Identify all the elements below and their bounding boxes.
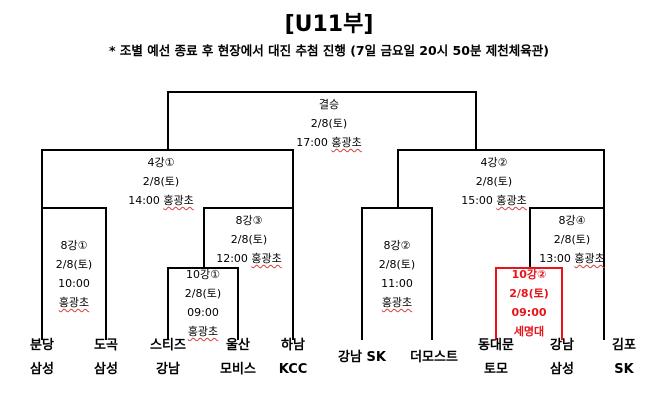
match-semi1-date: 2/8(토) <box>142 175 180 188</box>
match-r10-2-time: 09:00 <box>511 306 547 319</box>
final-connector <box>167 91 477 150</box>
team-8-line1: 동대문 <box>478 338 514 353</box>
team-2-line1: 도곡 <box>94 338 118 353</box>
match-semi1-time-venue: 14:00 홍광초 <box>114 191 208 210</box>
team-4: 울산 모비스 <box>204 334 272 382</box>
team-1-line2: 삼성 <box>30 362 54 377</box>
match-r10-2-venue: 세명대 <box>513 325 545 338</box>
match-semi1: 4강① 2/8(토) 14:00 홍광초 <box>114 153 208 210</box>
qf4-connector <box>529 207 605 340</box>
match-qf2-venue: 홍광초 <box>381 296 413 309</box>
match-semi1-time: 14:00 <box>128 194 160 207</box>
match-semi2: 4강② 2/8(토) 15:00 홍광초 <box>447 153 541 210</box>
team-5: 하남 KCC <box>268 334 318 382</box>
qf1-connector <box>41 207 107 340</box>
r10-1-connector <box>167 267 239 340</box>
match-qf2: 8강② 2/8(토) 11:00 홍광초 <box>364 236 430 312</box>
match-r10-1-date: 2/8(토) <box>184 287 222 300</box>
match-final-date: 2/8(토) <box>310 117 348 130</box>
match-qf3-time-venue: 12:00 홍광초 <box>202 249 296 268</box>
match-qf1: 8강① 2/8(토) 10:00 홍광초 <box>44 236 104 312</box>
match-qf3-venue: 홍광초 <box>251 252 282 265</box>
team-7-line1: 더모스트 <box>410 350 458 365</box>
qf2-connector <box>361 207 433 340</box>
match-qf1-round: 8강① <box>60 239 88 252</box>
team-7: 더모스트 <box>398 346 470 370</box>
team-2-line2: 삼성 <box>94 362 118 377</box>
match-r10-2-date: 2/8(토) <box>509 287 549 300</box>
match-final: 결승 2/8(토) 17:00 홍광초 <box>282 95 376 152</box>
team-9-line2: 삼성 <box>550 362 574 377</box>
match-final-time: 17:00 <box>296 136 328 149</box>
match-r10-1: 10강① 2/8(토) 09:00 홍광초 <box>170 265 236 341</box>
team-6: 강남 SK <box>326 346 398 370</box>
match-semi2-time-venue: 15:00 홍광초 <box>447 191 541 210</box>
match-qf4-date: 2/8(토) <box>553 233 591 246</box>
match-semi1-venue: 홍광초 <box>163 194 194 207</box>
team-10-line1: 김포 <box>612 338 636 353</box>
team-3-line2: 강남 <box>156 362 180 377</box>
match-qf4-time: 13:00 <box>539 252 571 265</box>
match-qf4-round: 8강④ <box>558 214 586 227</box>
match-qf1-venue: 홍광초 <box>58 296 90 309</box>
team-10: 김포 SK <box>598 334 650 382</box>
team-2: 도곡 삼성 <box>78 334 134 382</box>
match-qf1-date: 2/8(토) <box>55 258 93 271</box>
match-qf3: 8강③ 2/8(토) 12:00 홍광초 <box>202 211 296 268</box>
team-9-line1: 강남 <box>550 338 574 353</box>
match-final-time-venue: 17:00 홍광초 <box>282 133 376 152</box>
match-semi1-round: 4강① <box>147 156 175 169</box>
team-3-line1: 스티즈 <box>150 338 186 353</box>
match-semi2-round: 4강② <box>480 156 508 169</box>
r10-2-connector <box>495 267 563 340</box>
team-3: 스티즈 강남 <box>136 334 200 382</box>
team-8-line2: 토모 <box>484 362 508 377</box>
match-qf2-date: 2/8(토) <box>378 258 416 271</box>
team-4-line2: 모비스 <box>220 362 256 377</box>
match-qf4-venue: 홍광초 <box>574 252 605 265</box>
team-1-line1: 분당 <box>30 338 54 353</box>
match-qf3-date: 2/8(토) <box>230 233 268 246</box>
team-1: 분당 삼성 <box>14 334 70 382</box>
page-subtitle: * 조별 예선 종료 후 현장에서 대진 추첨 진행 (7일 금요일 20시 5… <box>108 43 550 58</box>
match-qf4: 8강④ 2/8(토) 13:00 홍광초 <box>525 211 619 268</box>
match-r10-1-time: 09:00 <box>187 306 219 319</box>
match-final-round: 결승 <box>318 98 340 111</box>
match-qf3-round: 8강③ <box>235 214 263 227</box>
match-qf4-time-venue: 13:00 홍광초 <box>525 249 619 268</box>
team-10-line2: SK <box>614 362 634 377</box>
match-qf2-round: 8강② <box>383 239 411 252</box>
match-semi2-venue: 홍광초 <box>496 194 527 207</box>
match-qf3-time: 12:00 <box>216 252 248 265</box>
match-r10-1-round: 10강① <box>186 268 220 281</box>
team-4-line1: 울산 <box>226 338 250 353</box>
qf3-connector <box>203 207 294 340</box>
match-r10-1-venue: 홍광초 <box>187 325 219 338</box>
team-8: 동대문 토모 <box>466 334 526 382</box>
match-r10-2-round: 10강② <box>511 268 547 281</box>
semi2-connector <box>397 149 605 208</box>
match-semi2-time: 15:00 <box>461 194 493 207</box>
match-final-venue: 홍광초 <box>331 136 362 149</box>
match-r10-2: 10강② 2/8(토) 09:00 세명대 <box>497 265 561 341</box>
team-6-line1: 강남 SK <box>338 350 386 365</box>
match-semi2-date: 2/8(토) <box>475 175 513 188</box>
team-9: 강남 삼성 <box>534 334 590 382</box>
semi1-connector <box>41 149 294 208</box>
match-qf2-time: 11:00 <box>381 277 413 290</box>
team-5-line1: 하남 <box>281 338 305 353</box>
match-qf1-time: 10:00 <box>58 277 90 290</box>
page-title: [U11부] <box>284 12 374 37</box>
team-5-line2: KCC <box>278 362 308 377</box>
